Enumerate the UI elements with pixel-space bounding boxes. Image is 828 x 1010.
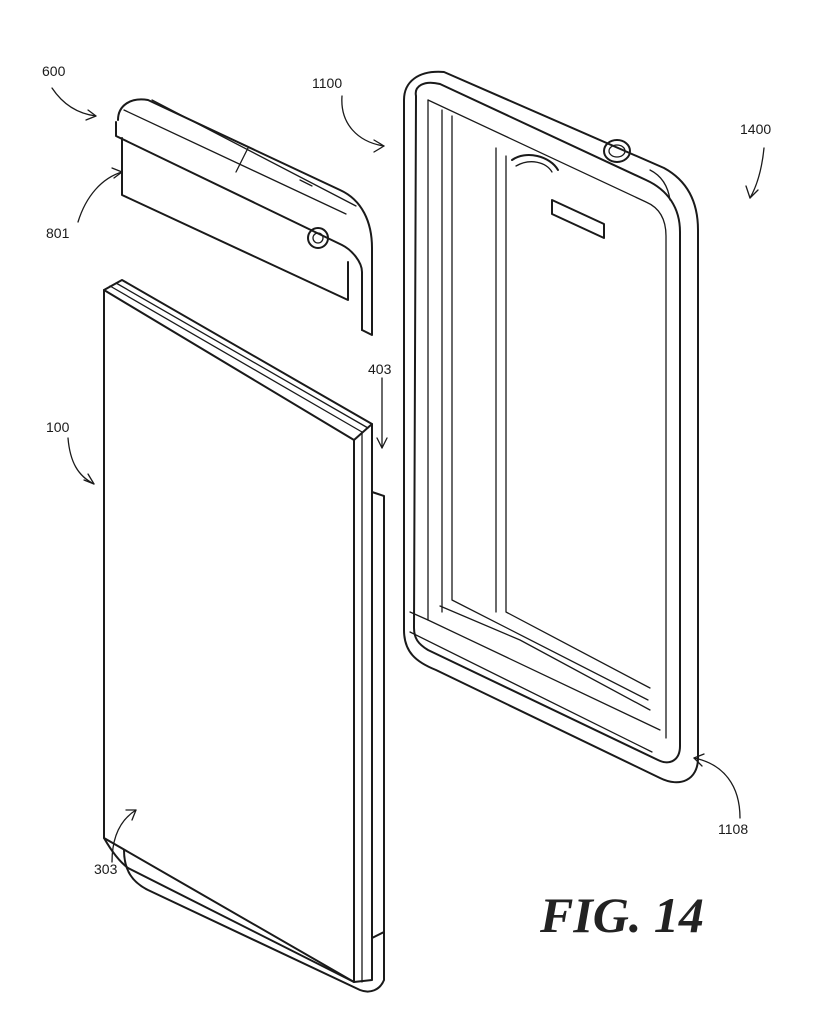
label-1400: 1400 [740, 121, 771, 137]
label-1100: 1100 [312, 75, 342, 91]
label-1108: 1108 [718, 821, 748, 837]
main-body [103, 279, 385, 993]
top-cap-module [115, 98, 373, 336]
figure-label: FIG. 14 [539, 887, 704, 943]
housing-frame [403, 70, 699, 784]
label-303: 303 [94, 861, 118, 877]
label-801: 801 [46, 225, 70, 241]
label-403: 403 [368, 361, 392, 377]
reference-arrows [51, 87, 765, 863]
label-600: 600 [42, 63, 66, 79]
label-100: 100 [46, 419, 70, 435]
